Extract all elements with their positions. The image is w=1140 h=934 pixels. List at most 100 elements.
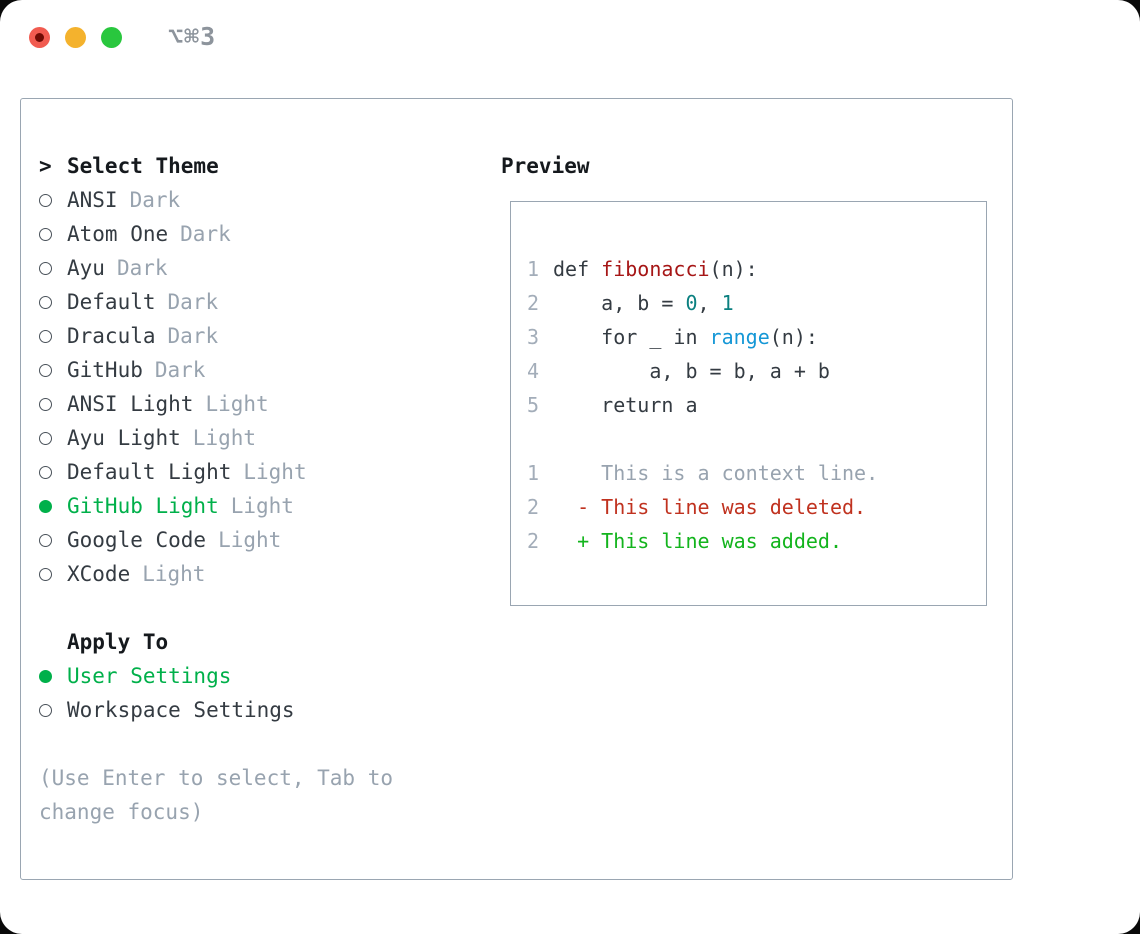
option-variant-label: Dark xyxy=(116,256,168,280)
line-content: return a xyxy=(553,393,698,417)
option-label: Atom One xyxy=(67,222,169,246)
radio-icon xyxy=(39,295,52,309)
window-title-shortcut: ⌥⌘3 xyxy=(168,22,217,51)
line-number: 2 xyxy=(527,529,540,553)
unsaved-dot-icon xyxy=(35,33,44,42)
line-number: 1 xyxy=(527,257,540,281)
spacer xyxy=(39,727,479,761)
line-number: 4 xyxy=(527,359,540,383)
theme-option-ayu[interactable]: Ayu Dark xyxy=(39,251,479,285)
theme-option-ansi-light[interactable]: ANSI Light Light xyxy=(39,387,479,421)
option-variant-label: Dark xyxy=(154,358,206,382)
preview-line: 3 for _ in range(n): xyxy=(527,320,970,354)
radio-selected-icon xyxy=(39,669,52,683)
minimize-button[interactable] xyxy=(65,27,86,48)
close-button[interactable] xyxy=(29,27,50,48)
select-theme-header: > Select Theme xyxy=(39,149,479,183)
option-variant-label: Light xyxy=(205,392,269,416)
theme-option-ayu-light[interactable]: Ayu Light Light xyxy=(39,421,479,455)
preview-line: 2 - This line was deleted. xyxy=(527,490,970,524)
option-label: GitHub xyxy=(67,358,143,382)
option-label: Google Code xyxy=(67,528,207,552)
option-variant-label: Light xyxy=(192,426,257,450)
radio-icon xyxy=(39,533,52,547)
apply-option-user-settings[interactable]: User Settings xyxy=(39,659,479,693)
preview-line: 1 def fibonacci(n): xyxy=(527,252,970,286)
line-content: + This line was added. xyxy=(553,529,842,553)
line-content: This is a context line. xyxy=(553,461,879,485)
option-label: GitHub Light xyxy=(67,494,219,518)
preview-line: 2 + This line was added. xyxy=(527,524,970,558)
radio-icon xyxy=(39,431,52,445)
option-variant-label: Light xyxy=(142,562,206,586)
option-label: Default Light xyxy=(67,460,232,484)
theme-option-atom-one[interactable]: Atom One Dark xyxy=(39,217,479,251)
theme-option-github[interactable]: GitHub Dark xyxy=(39,353,479,387)
radio-icon xyxy=(39,363,52,377)
option-label: Ayu xyxy=(67,256,105,280)
window-titlebar: ⌥⌘3 xyxy=(0,0,1140,70)
option-variant-label: Dark xyxy=(167,290,219,314)
apply-option-workspace-settings[interactable]: Workspace Settings xyxy=(39,693,479,727)
theme-option-default[interactable]: Default Dark xyxy=(39,285,479,319)
theme-option-github-light[interactable]: GitHub Light Light xyxy=(39,489,479,523)
radio-icon xyxy=(39,329,52,343)
line-number: 2 xyxy=(527,291,540,315)
option-variant-label: Dark xyxy=(180,222,231,246)
apply-to-header: Apply To xyxy=(39,625,479,659)
option-variant-label: Light xyxy=(230,494,294,518)
line-content: a, b = b, a + b xyxy=(553,359,830,383)
option-label: Default xyxy=(67,290,156,314)
option-variant-label: Light xyxy=(243,460,307,484)
blank-line xyxy=(527,218,970,252)
option-label: ANSI Light xyxy=(67,392,194,416)
option-variant-label: Light xyxy=(218,528,282,552)
preview-line: 4 a, b = b, a + b xyxy=(527,354,970,388)
radio-icon xyxy=(39,193,52,207)
blank-line xyxy=(527,422,970,456)
theme-option-dracula[interactable]: Dracula Dark xyxy=(39,319,479,353)
radio-icon xyxy=(39,465,52,479)
preview-line: 1 This is a context line. xyxy=(527,456,970,490)
theme-option-default-light[interactable]: Default Light Light xyxy=(39,455,479,489)
preview-line: 2 a, b = 0, 1 xyxy=(527,286,970,320)
line-content: a, b = 0, 1 xyxy=(553,291,734,315)
option-label: User Settings xyxy=(67,664,232,688)
radio-icon xyxy=(39,567,52,581)
prompt-caret-icon: > xyxy=(39,154,52,178)
theme-option-ansi[interactable]: ANSI Dark xyxy=(39,183,479,217)
maximize-button[interactable] xyxy=(101,27,122,48)
spacer xyxy=(39,591,479,625)
option-label: Workspace Settings xyxy=(67,698,295,722)
help-text: (Use Enter to select, Tab to change focu… xyxy=(39,766,394,824)
radio-icon xyxy=(39,261,52,275)
line-content: for _ in range(n): xyxy=(553,325,818,349)
preview-title: Preview xyxy=(501,154,590,178)
line-number: 3 xyxy=(527,325,540,349)
radio-icon xyxy=(39,703,52,717)
line-number: 1 xyxy=(527,461,540,485)
line-content: - This line was deleted. xyxy=(553,495,867,519)
radio-icon xyxy=(39,397,52,411)
option-label: Dracula xyxy=(67,324,156,348)
radio-icon xyxy=(39,227,52,241)
option-label: Ayu Light xyxy=(67,426,181,450)
line-number: 2 xyxy=(527,495,540,519)
select-theme-title: Select Theme xyxy=(67,154,219,178)
line-content: def fibonacci(n): xyxy=(553,257,758,281)
theme-option-google-code[interactable]: Google Code Light xyxy=(39,523,479,557)
preview-line: 5 return a xyxy=(527,388,970,422)
radio-selected-icon xyxy=(39,499,52,513)
option-variant-label: Dark xyxy=(167,324,219,348)
option-variant-label: Dark xyxy=(129,188,181,212)
option-label: ANSI xyxy=(67,188,118,212)
